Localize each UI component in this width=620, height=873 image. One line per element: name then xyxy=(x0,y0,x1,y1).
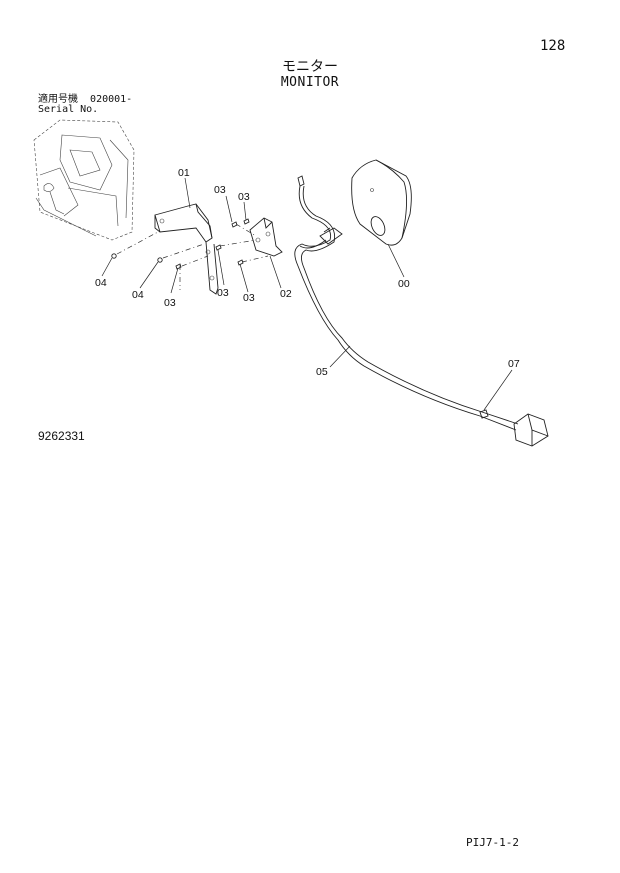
title-japanese: モニター xyxy=(282,59,338,75)
drawing-number: 9262331 xyxy=(38,429,85,443)
leader-lines xyxy=(101,177,513,411)
serial-label-line: 適用号機 020001- xyxy=(38,95,132,105)
callout-02: 02 xyxy=(280,288,292,300)
callout-03: 03 xyxy=(217,287,229,299)
callout-07: 07 xyxy=(508,358,520,370)
callout-05: 05 xyxy=(316,366,328,378)
cab-location-sketch xyxy=(33,119,135,241)
callout-04: 04 xyxy=(132,289,144,301)
bracket-02 xyxy=(249,217,283,257)
title-english: MONITOR xyxy=(280,75,340,90)
page-number: 128 xyxy=(540,38,566,54)
callout-04: 04 xyxy=(95,277,107,289)
callout-00: 00 xyxy=(398,278,410,290)
serial-label-jp: 適用号機 xyxy=(38,94,78,105)
callout-labels: 01 03 03 04 04 03 03 03 02 00 05 07 xyxy=(95,167,520,378)
callout-01: 01 xyxy=(178,167,190,179)
footer-code: PIJ7-1-2 xyxy=(466,836,519,849)
bracket-01 xyxy=(154,203,219,295)
callout-03: 03 xyxy=(164,297,176,309)
harness-05 xyxy=(294,185,519,431)
connector-end xyxy=(479,409,549,447)
serial-label-en: Serial No. xyxy=(38,104,99,115)
callout-03: 03 xyxy=(238,191,250,203)
serial-value: 020001- xyxy=(90,94,133,105)
callout-03: 03 xyxy=(214,184,226,196)
serial-number-block: 適用号機 020001- Serial No. xyxy=(38,95,132,115)
fasteners xyxy=(111,218,250,270)
assembly-lines xyxy=(116,223,269,290)
callout-03: 03 xyxy=(243,292,255,304)
monitor-00 xyxy=(351,159,412,246)
